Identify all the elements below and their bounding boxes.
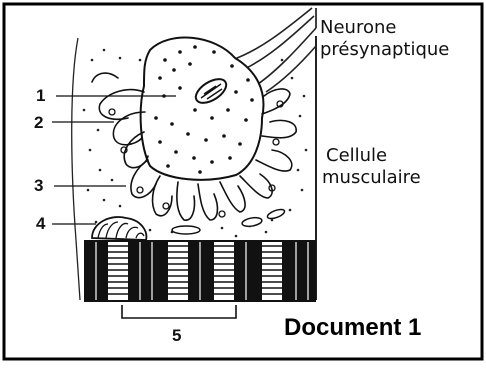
mitochondrion-4 [92, 217, 146, 240]
label-2: 2 [34, 113, 43, 133]
label-3: 3 [34, 176, 43, 196]
document-caption: Document 1 [284, 314, 421, 342]
muscle-cell-left-edge [72, 38, 80, 300]
label-5: 5 [172, 326, 181, 346]
label-4: 4 [36, 214, 45, 234]
muscle-cell-label-line2: musculaire [322, 168, 421, 187]
label-1: 1 [36, 86, 45, 106]
presynaptic-terminal [141, 38, 264, 180]
muscle-mitochondria [172, 208, 286, 234]
sarcomere-bracket [122, 305, 236, 318]
muscle-cell-label-line1: Cellule [326, 146, 387, 165]
neuron-label-line2: présynaptique [320, 40, 449, 59]
myofibrils [84, 240, 316, 302]
neuron-label-line1: Neurone [320, 18, 396, 37]
